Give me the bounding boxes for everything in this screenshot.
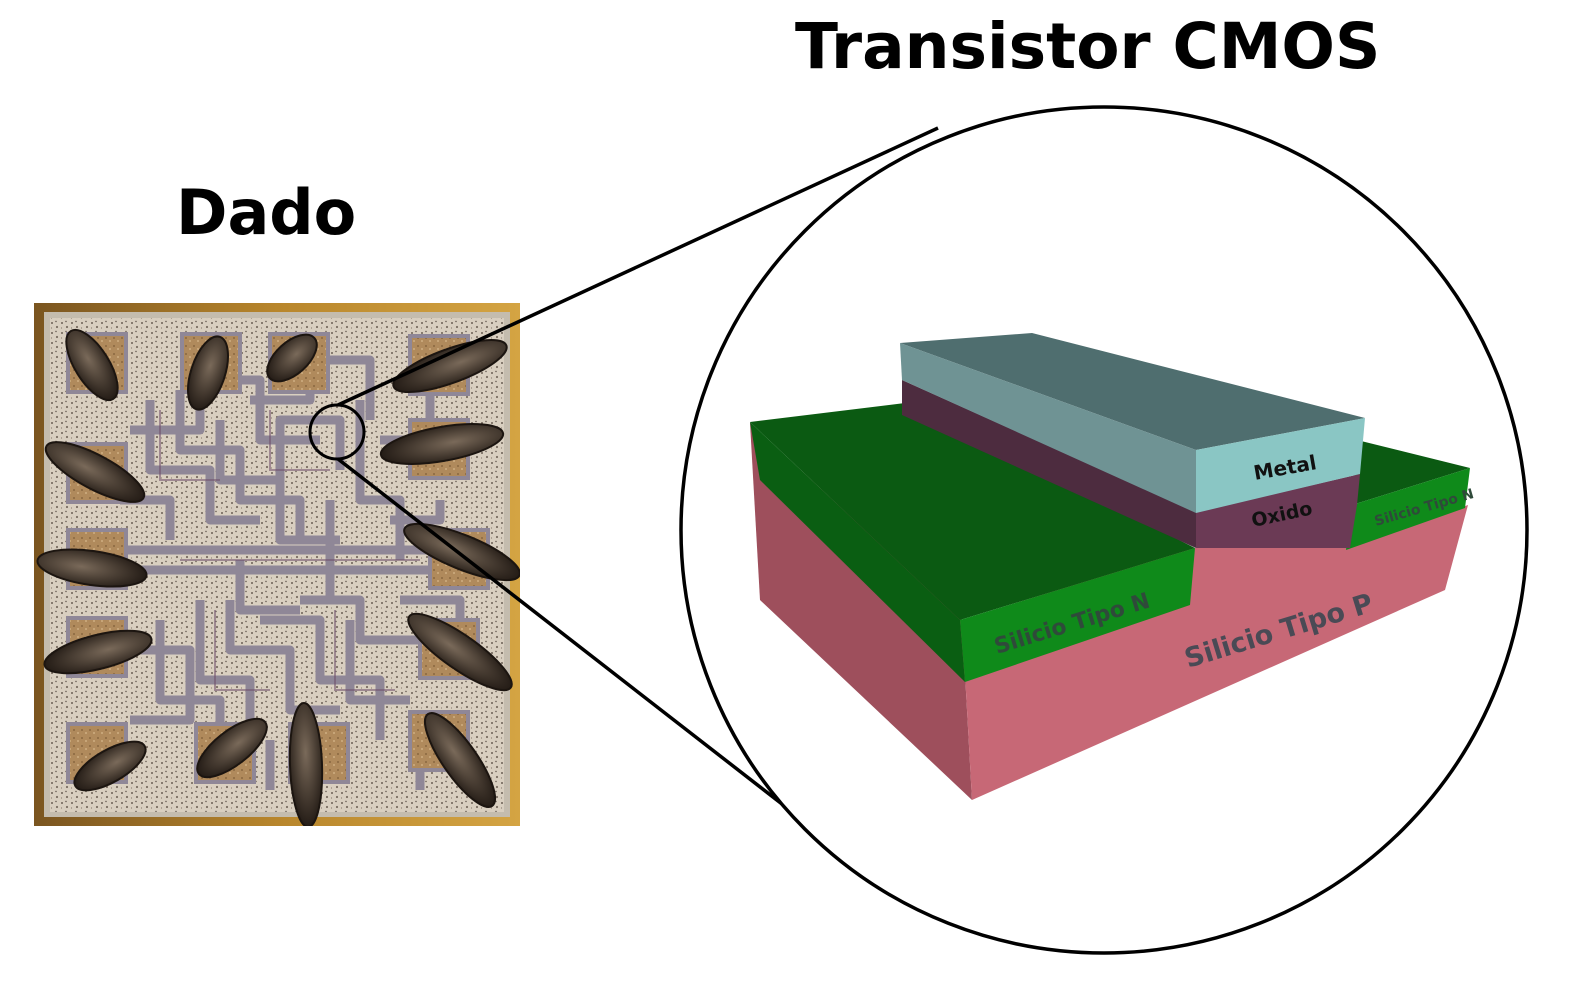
oxide-front: [1196, 474, 1360, 548]
bond-wire: [65, 328, 119, 402]
die-poly-traces: [159, 410, 420, 691]
transistor-3d: [750, 333, 1470, 800]
bond-wire: [43, 629, 153, 675]
p-substrate-front: [962, 505, 1468, 800]
metal-side: [900, 343, 1196, 513]
n-right-top: [1352, 440, 1470, 505]
n-left-front: [960, 548, 1195, 682]
n-right-front: [1346, 468, 1470, 550]
transistor-title: Transistor CMOS: [795, 10, 1381, 83]
bond-wire: [187, 335, 229, 411]
bond-wire: [423, 712, 497, 808]
callout-line-top: [337, 126, 939, 407]
n-left-side: [750, 422, 965, 682]
bond-wire: [392, 338, 508, 394]
bond-wire: [73, 740, 147, 792]
callout-line-bottom: [336, 457, 802, 820]
bond-wire: [288, 702, 324, 826]
die-photo: [34, 303, 520, 826]
n-left-top: [750, 403, 1195, 620]
bond-wires: [36, 328, 520, 826]
die-title: Dado: [176, 176, 357, 249]
bond-wire: [196, 717, 268, 779]
metal-top: [900, 333, 1365, 450]
bond-wire: [266, 333, 318, 383]
bond-wire: [379, 423, 505, 465]
bond-wire: [407, 612, 513, 692]
bond-wire: [44, 441, 146, 503]
metal-front: [1196, 418, 1365, 513]
oxide-side: [902, 380, 1196, 548]
bond-wire: [36, 548, 148, 588]
bond-wire: [403, 522, 520, 582]
die-zoom-marker: [308, 403, 366, 461]
